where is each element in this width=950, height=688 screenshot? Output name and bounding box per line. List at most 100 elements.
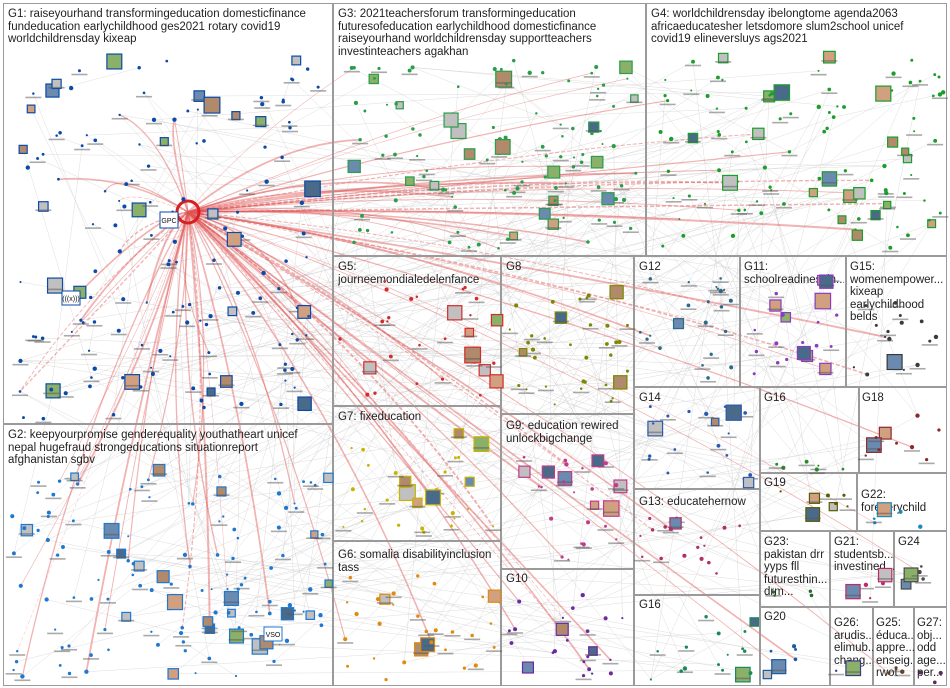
node-dot[interactable] [41,152,45,156]
node-dot[interactable] [79,318,83,322]
node-dot[interactable] [679,669,683,673]
node-dot[interactable] [808,589,813,593]
avatar-node[interactable] [619,60,633,75]
node-dot[interactable] [762,165,767,170]
node-dot[interactable] [57,177,60,181]
node-dot[interactable] [284,259,288,263]
node-dot[interactable] [664,78,667,82]
avatar-node[interactable] [193,90,206,102]
node-dot[interactable] [865,372,870,377]
node-dot[interactable] [601,143,604,146]
node-dot[interactable] [277,287,281,291]
node-dot[interactable] [492,525,495,528]
node-dot[interactable] [443,470,447,474]
node-dot[interactable] [71,519,75,523]
avatar-node[interactable] [453,428,465,439]
node-dot[interactable] [668,526,673,531]
node-dot[interactable] [150,371,155,376]
node-dot[interactable] [580,542,583,545]
node-dot[interactable] [473,663,478,668]
node-dot[interactable] [532,355,537,360]
node-dot[interactable] [55,134,58,137]
node-dot[interactable] [771,590,776,594]
node-dot[interactable] [474,296,479,301]
node-dot[interactable] [937,92,943,97]
node-dot[interactable] [121,376,125,380]
node-dot[interactable] [785,357,789,362]
node-dot[interactable] [45,537,50,543]
node-dot[interactable] [377,66,381,71]
node-dot[interactable] [843,169,848,173]
avatar-node[interactable] [443,112,459,128]
node-dot[interactable] [283,362,287,366]
node-dot[interactable] [385,103,389,106]
avatar-node[interactable] [70,472,79,482]
unesco-logo-node[interactable]: (((x))) [61,290,81,306]
node-dot[interactable] [559,155,563,159]
node-dot[interactable] [441,187,446,192]
node-dot[interactable] [887,671,891,675]
node-dot[interactable] [651,422,655,425]
node-dot[interactable] [301,231,306,236]
avatar-node[interactable] [878,426,892,440]
node-dot[interactable] [291,332,294,336]
node-dot[interactable] [586,293,591,298]
node-dot[interactable] [234,674,238,678]
node-dot[interactable] [586,240,590,244]
node-dot[interactable] [817,464,820,467]
node-dot[interactable] [55,553,60,557]
node-dot[interactable] [63,391,68,396]
avatar-node[interactable] [554,311,568,324]
node-dot[interactable] [429,640,434,645]
node-dot[interactable] [706,376,710,380]
node-dot[interactable] [36,528,40,532]
node-dot[interactable] [58,131,62,135]
node-dot[interactable] [562,480,566,484]
node-dot[interactable] [659,556,663,561]
node-dot[interactable] [462,666,467,670]
node-dot[interactable] [626,77,629,80]
avatar-node[interactable] [853,187,866,200]
node-dot[interactable] [172,239,177,244]
node-dot[interactable] [743,411,748,415]
node-dot[interactable] [648,405,652,409]
node-dot[interactable] [131,573,135,577]
node-dot[interactable] [590,71,594,75]
node-dot[interactable] [485,158,489,162]
node-dot[interactable] [587,667,592,672]
node-dot[interactable] [728,298,733,303]
node-dot[interactable] [716,130,720,134]
node-dot[interactable] [44,597,49,602]
avatar-node[interactable] [46,277,64,294]
node-dot[interactable] [456,85,460,89]
node-dot[interactable] [941,90,946,95]
node-dot[interactable] [730,150,734,154]
node-dot[interactable] [178,630,184,636]
node-dot[interactable] [218,474,222,479]
avatar-node[interactable] [877,567,893,583]
avatar-node[interactable] [762,669,773,680]
node-dot[interactable] [579,387,583,390]
node-dot[interactable] [775,462,779,466]
node-dot[interactable] [938,211,942,215]
node-dot[interactable] [649,678,652,681]
node-dot[interactable] [450,511,455,516]
node-dot[interactable] [582,660,586,664]
node-dot[interactable] [827,87,832,92]
node-dot[interactable] [817,176,822,181]
node-dot[interactable] [158,348,163,353]
node-dot[interactable] [809,593,814,598]
node-dot[interactable] [20,674,25,679]
node-dot[interactable] [204,322,209,327]
node-dot[interactable] [363,109,367,113]
node-dot[interactable] [517,383,521,388]
node-dot[interactable] [886,329,890,334]
node-dot[interactable] [187,501,191,505]
node-dot[interactable] [744,106,748,110]
node-dot[interactable] [770,91,774,96]
node-dot[interactable] [385,498,389,502]
avatar-node[interactable] [845,583,861,600]
avatar-node[interactable] [18,144,28,155]
avatar-node[interactable] [404,176,415,187]
avatar-node[interactable] [167,668,180,680]
